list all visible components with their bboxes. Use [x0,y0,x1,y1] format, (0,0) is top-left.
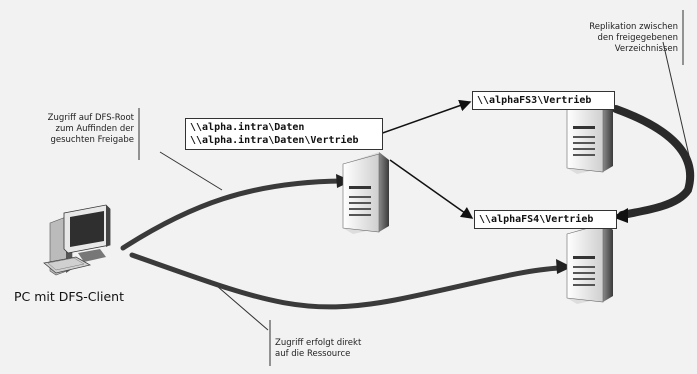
annotation-line: Verzeichnissen [614,44,678,54]
direct-access-arrowhead [556,259,572,274]
annotation-line: zum Auffinden der [55,124,134,134]
annotation-dfs-root-access: Zugriff auf DFS-Root zum Auffinden der g… [26,113,134,146]
annotation-lines [138,10,691,366]
dfs-root-access-line [120,178,345,251]
fs4-path: \\alphaFS4\Vertrieb [479,214,594,225]
fs3-path-box: \\alphaFS3\Vertrieb [472,91,615,110]
client-label: PC mit DFS-Client [14,289,124,304]
server-icon [342,152,389,234]
annotation-line: Replikation zwischen [589,22,678,32]
direct-access-line [129,252,563,310]
annotation-replication: Replikation zwischen den freigegebenen V… [560,22,678,55]
annotation-line: Zugriff auf DFS-Root [47,113,134,123]
referral-arrows [376,99,474,219]
annotation-line: den freigegebenen [597,33,678,43]
desktop-pc-icon [43,204,111,276]
replication-arrowhead [612,208,628,223]
replication-line [612,105,694,219]
annotation-line: auf die Ressource [275,349,351,359]
annotation-line: gesuchten Freigabe [50,135,134,145]
server-icon [566,92,613,174]
dfs-root-path: \\alpha.intra\Daten [190,122,305,133]
annotation-direct-access: Zugriff erfolgt direkt auf die Ressource [275,338,405,360]
dfs-root-path-box: \\alpha.intra\Daten \\alpha.intra\Daten\… [185,118,383,150]
annotation-line: Zugriff erfolgt direkt [275,338,362,348]
thick-connectors [120,105,694,310]
fs4-path-box: \\alphaFS4\Vertrieb [474,210,617,229]
server-icon [566,222,613,304]
dfs-link-path: \\alpha.intra\Daten\Vertrieb [190,135,359,146]
fs3-path: \\alphaFS3\Vertrieb [477,95,592,106]
